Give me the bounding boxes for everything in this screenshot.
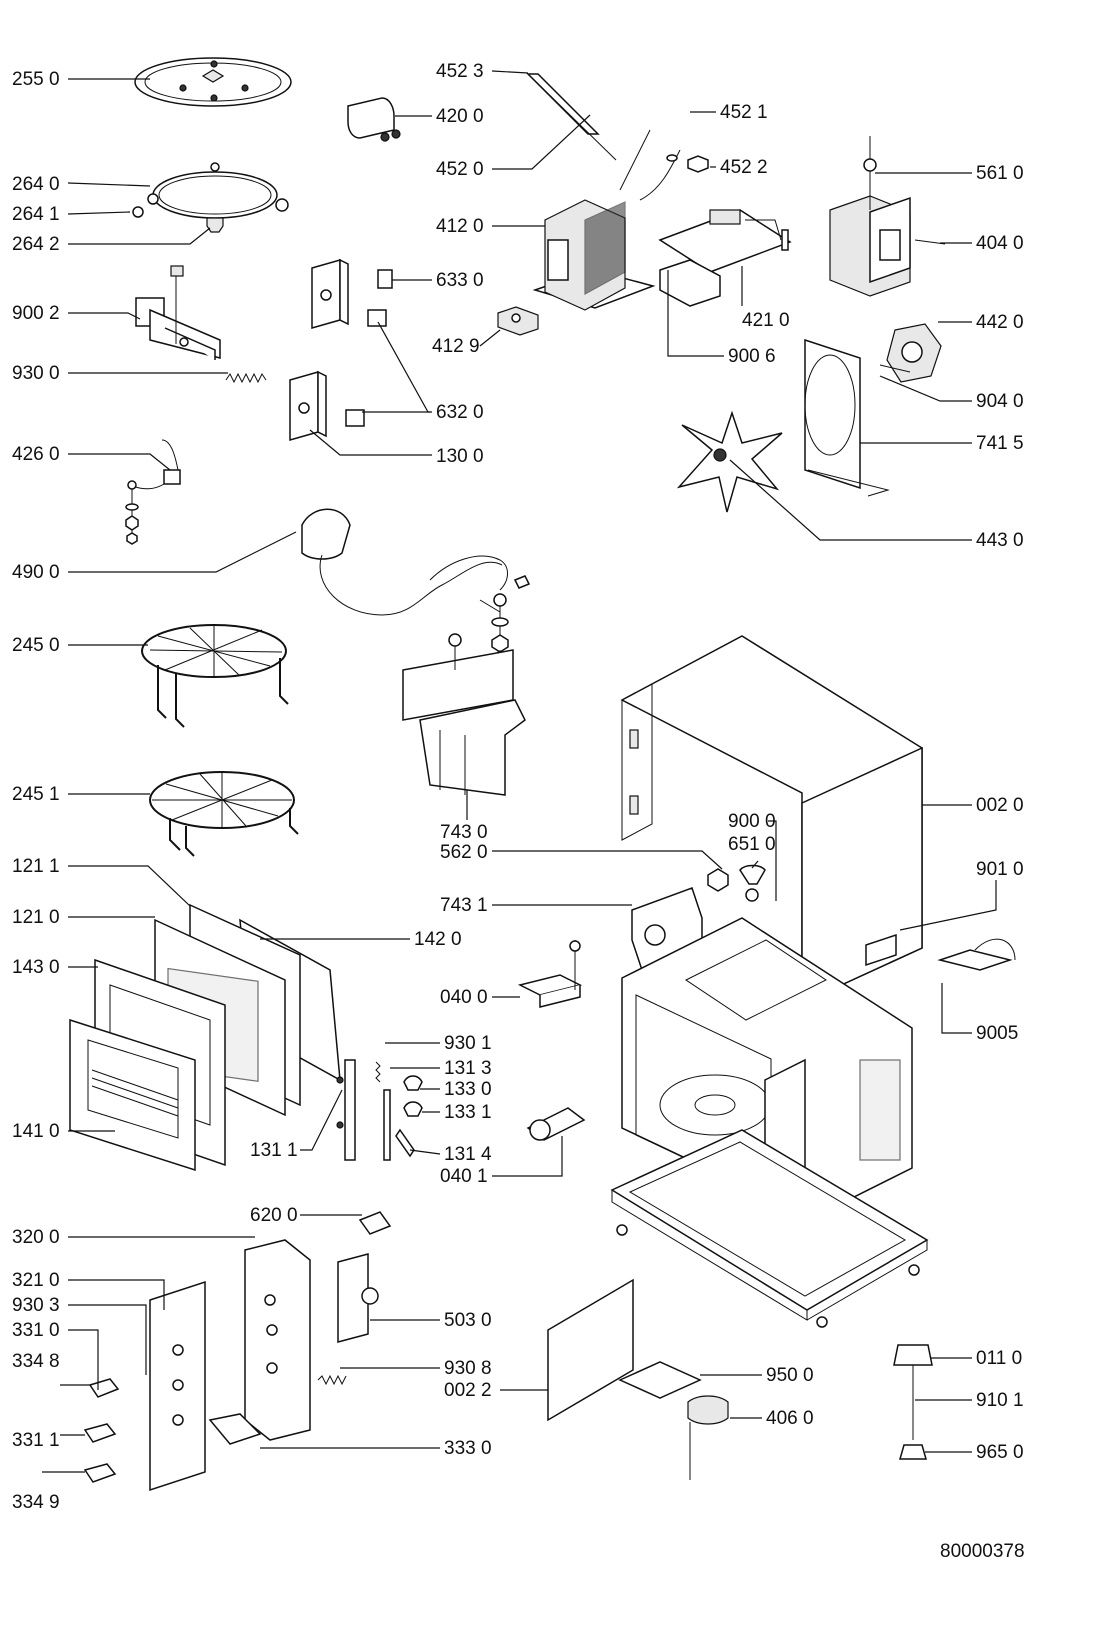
- part-label: 743 0: [440, 822, 488, 843]
- brackets-feet-drawing: [517, 933, 1016, 1141]
- part-label: 320 0: [12, 1227, 60, 1248]
- part-label: 131 1: [250, 1140, 298, 1161]
- part-label: 121 1: [12, 856, 60, 877]
- leader-lines: [42, 70, 997, 1473]
- part-label: 442 0: [976, 312, 1024, 333]
- part-label: 264 0: [12, 174, 60, 195]
- part-label: 133 0: [444, 1079, 492, 1100]
- part-label: 490 0: [12, 562, 60, 583]
- part-label: 452 3: [436, 61, 484, 82]
- part-label: 452 1: [720, 102, 768, 123]
- part-label: 141 0: [12, 1121, 60, 1142]
- part-label: 950 0: [766, 1365, 814, 1386]
- part-label: 331 1: [12, 1430, 60, 1451]
- fuse-holder-drawing: [526, 73, 617, 161]
- part-label: 133 1: [444, 1102, 492, 1123]
- part-label: 633 0: [436, 270, 484, 291]
- part-label: 900 2: [12, 303, 60, 324]
- part-label: 632 0: [436, 402, 484, 423]
- part-label: 426 0: [12, 444, 60, 465]
- part-label: 743 1: [440, 895, 488, 916]
- part-label: 452 0: [436, 159, 484, 180]
- bracket-900-2-drawing: [135, 265, 267, 384]
- part-label: 331 0: [12, 1320, 60, 1341]
- part-label: 142 0: [414, 929, 462, 950]
- part-label: 131 3: [444, 1058, 492, 1079]
- base-plate-drawing: [610, 1129, 929, 1328]
- door-assembly-drawing: [69, 903, 341, 1172]
- part-label: 900 0: [728, 811, 776, 832]
- part-label: 334 8: [12, 1351, 60, 1372]
- part-label: 503 0: [444, 1310, 492, 1331]
- part-label: 651 0: [728, 834, 776, 855]
- part-label: 255 0: [12, 69, 60, 90]
- part-labels: 255 0 264 0 264 1 264 2 900 2 930 0 426 …: [12, 61, 1025, 1562]
- part-label: 901 0: [976, 859, 1024, 880]
- sensor-426-drawing: [125, 439, 181, 545]
- part-label: 130 0: [436, 446, 484, 467]
- magnetron-drawing: [829, 136, 946, 297]
- part-label: 620 0: [250, 1205, 298, 1226]
- roller-ring-drawing: [132, 162, 289, 233]
- part-label: 264 2: [12, 234, 60, 255]
- part-label: 741 5: [976, 433, 1024, 454]
- part-label: 900 6: [728, 346, 776, 367]
- part-label: 143 0: [12, 957, 60, 978]
- control-panel-drawing: [83, 1211, 392, 1492]
- part-label: 452 2: [720, 157, 768, 178]
- part-label: 131 4: [444, 1144, 492, 1165]
- fan-assembly-drawing: [676, 323, 942, 513]
- part-label: 406 0: [766, 1408, 814, 1429]
- part-label: 333 0: [444, 1438, 492, 1459]
- part-label: 561 0: [976, 163, 1024, 184]
- part-label: 040 0: [440, 987, 488, 1008]
- part-label: 002 0: [976, 795, 1024, 816]
- part-label: 121 0: [12, 907, 60, 928]
- high-rack-drawing: [141, 624, 289, 728]
- door-latch-parts-drawing: [336, 1059, 423, 1161]
- part-label: 965 0: [976, 1442, 1024, 1463]
- part-label: 443 0: [976, 530, 1024, 551]
- part-label: 910 1: [976, 1390, 1024, 1411]
- part-label: 040 1: [440, 1166, 488, 1187]
- part-label: 404 0: [976, 233, 1024, 254]
- capacitor-drawing: [347, 97, 401, 142]
- part-label: 930 1: [444, 1033, 492, 1054]
- part-label: 011 0: [976, 1348, 1022, 1369]
- misc-parts-drawing: [547, 1278, 933, 1480]
- part-label: 264 1: [12, 204, 60, 225]
- part-label: 930 3: [12, 1295, 60, 1316]
- air-ducts-drawing: [402, 633, 766, 971]
- pcb-drawing: [658, 154, 792, 307]
- parts-drawings: [69, 57, 1016, 1492]
- part-label: 420 0: [436, 106, 484, 127]
- part-label: 245 0: [12, 635, 60, 656]
- turntable-plate-drawing: [134, 57, 292, 107]
- part-label: 562 0: [440, 842, 488, 863]
- low-rack-drawing: [149, 771, 299, 857]
- part-label: 421 0: [742, 310, 790, 331]
- part-label: 9005: [976, 1023, 1018, 1044]
- part-label: 412 0: [436, 216, 484, 237]
- part-label: 245 1: [12, 784, 60, 805]
- part-label: 002 2: [444, 1380, 492, 1401]
- interlock-switches-drawing: [289, 258, 393, 441]
- part-label: 412 9: [432, 336, 480, 357]
- transformer-drawing: [497, 129, 681, 336]
- part-label: 334 9: [12, 1492, 60, 1513]
- figure-number: 80000378: [940, 1541, 1025, 1562]
- part-label: 904 0: [976, 391, 1024, 412]
- part-label: 930 8: [444, 1358, 492, 1379]
- part-label: 321 0: [12, 1270, 60, 1291]
- oven-cavity-drawing: [621, 917, 913, 1242]
- power-cord-drawing: [301, 508, 531, 666]
- part-label: 930 0: [12, 363, 60, 384]
